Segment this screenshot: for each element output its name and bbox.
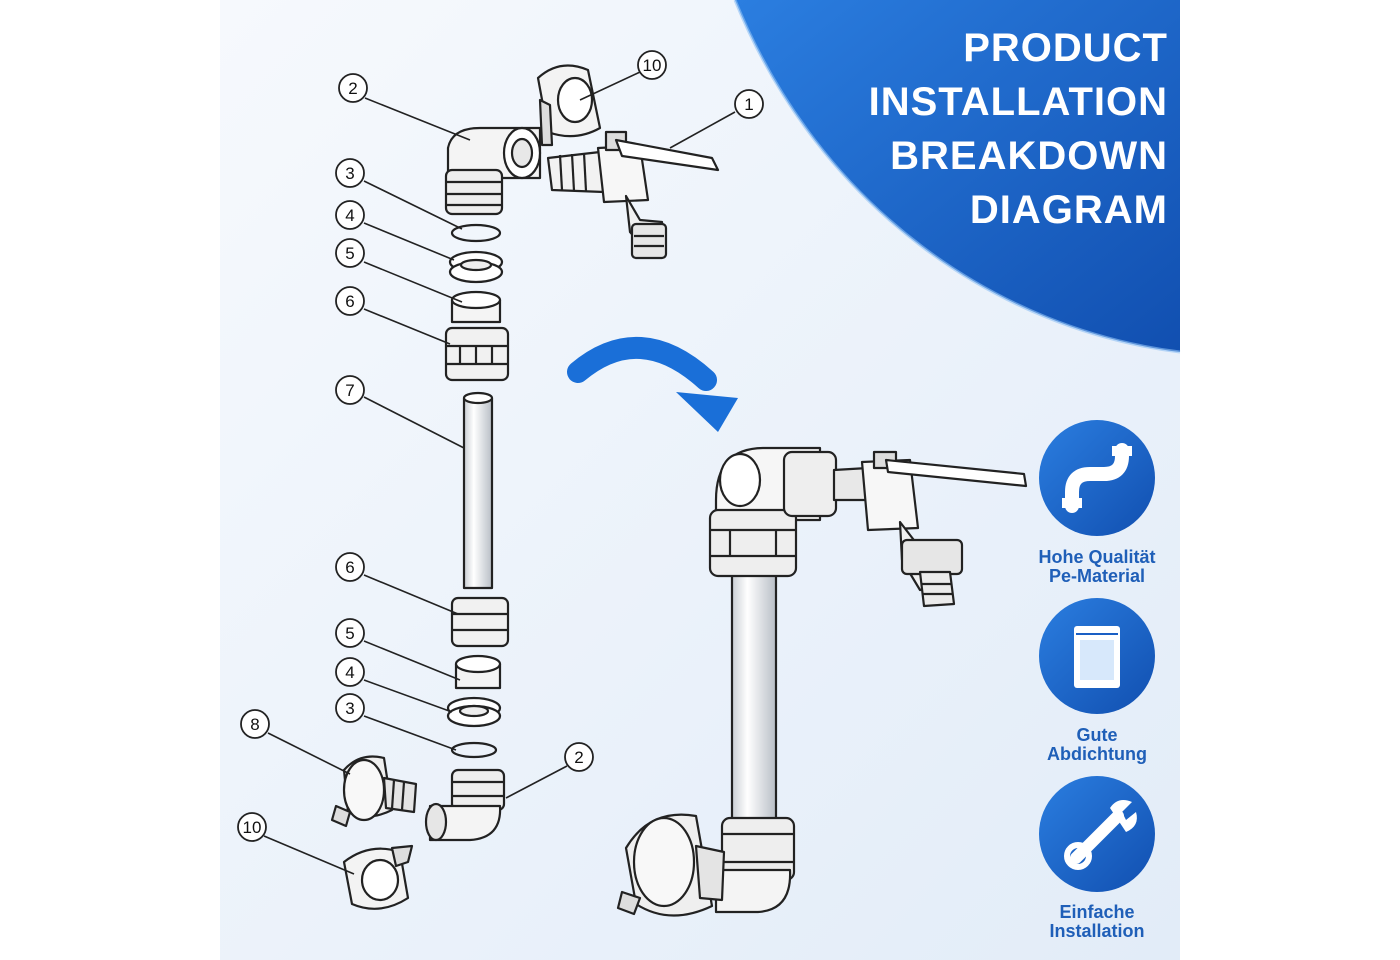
callout-number: 6 [345, 292, 354, 311]
part-sleeve-bottom [454, 654, 502, 690]
feature-label-line: Abdichtung [1047, 744, 1147, 764]
callout-number: 5 [345, 244, 354, 263]
assembled-unit [616, 446, 1028, 917]
part-ring-top [448, 250, 504, 284]
callout-number: 8 [250, 715, 259, 734]
feature-icon-pipe [1039, 420, 1155, 536]
part-sleeve-top [450, 290, 502, 324]
callout-number: 3 [345, 164, 354, 183]
feature-label-installation: Einfache Installation [1012, 903, 1182, 941]
part-elbow-top [444, 126, 542, 216]
sealing-bag-icon [1074, 626, 1120, 688]
part-elbow-bottom [424, 768, 506, 842]
title-line-3: BREAKDOWN [890, 134, 1168, 178]
callout-number: 10 [243, 818, 262, 837]
callout-number: 2 [348, 79, 357, 98]
feature-label-line: Installation [1049, 921, 1145, 941]
feature-label-line: Gute [1076, 725, 1118, 745]
title-line-4: DIAGRAM [969, 188, 1168, 232]
callout-number: 3 [345, 699, 354, 718]
callout-number: 10 [643, 56, 662, 75]
part-seal-top [536, 64, 602, 147]
callout-number: 7 [345, 381, 354, 400]
pipe-icon [1065, 443, 1129, 513]
part-ring-bottom [446, 696, 502, 728]
exploded-parts [330, 64, 720, 910]
part-seal-bottom [342, 844, 414, 910]
feature-label-quality: Hohe Qualität Pe-Material [1012, 548, 1182, 586]
title-banner-edge [733, 0, 1181, 354]
callout-number: 4 [345, 663, 354, 682]
callout-numbers: 2 10 1 3 4 5 6 7 6 5 4 3 2 8 10 [243, 56, 754, 837]
callout-number: 2 [574, 748, 583, 767]
callout-number: 4 [345, 206, 354, 225]
feature-label-sealing: Gute Abdichtung [1012, 726, 1182, 764]
part-tap [546, 130, 720, 260]
callout-number: 6 [345, 558, 354, 577]
part-pipe [462, 391, 494, 590]
feature-label-line: Einfache [1059, 902, 1135, 922]
feature-icon-seal [1039, 598, 1155, 714]
feature-label-line: Pe-Material [1048, 566, 1146, 586]
part-oring-bottom [450, 741, 498, 759]
callout-circles [237, 50, 764, 842]
title-banner-shape [735, 0, 1180, 352]
part-nut-bottom [450, 596, 510, 648]
callout-number: 5 [345, 624, 354, 643]
callout-number: 1 [744, 95, 753, 114]
feature-label-line: Hohe Qualität [1038, 547, 1156, 567]
part-adapter [330, 755, 418, 828]
leader-lines [263, 71, 736, 875]
title-line-1: PRODUCT [963, 26, 1168, 70]
feature-icon-wrench [1039, 776, 1155, 892]
title-line-2: INSTALLATION [868, 80, 1168, 124]
curved-arrow-icon [567, 336, 738, 432]
part-nut-top [444, 326, 510, 382]
part-oring-top [450, 223, 502, 243]
wrench-icon [1064, 800, 1137, 870]
